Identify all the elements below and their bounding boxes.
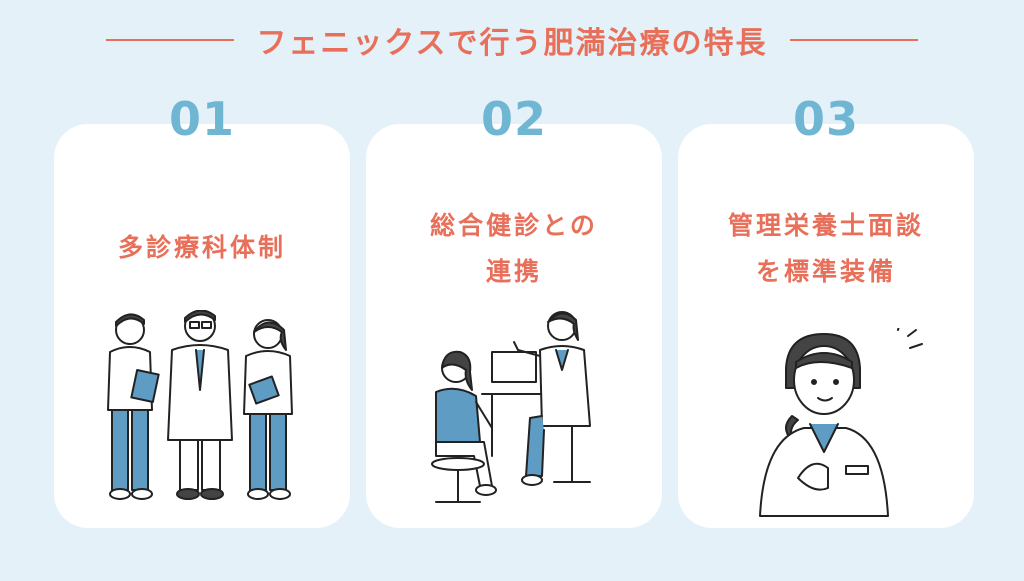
header-rule-right [789,39,918,41]
feature-card-3: 管理栄養士面談 を標準装備 03 [678,92,974,528]
feature-number-1: 01 [168,92,235,146]
feature-label-2-line1: 総合健診との [430,211,598,240]
section-header: フェニックスで行う肥満治療の特長 [0,18,1024,62]
consultation-illustration [431,311,591,503]
medical-team-illustration [107,310,293,500]
feature-label-3-line2: を標準装備 [755,257,896,286]
feature-number-2: 02 [480,92,547,146]
dietitian-illustration [759,328,923,517]
feature-label-3-line1: 管理栄養士面談 [727,211,924,240]
feature-label-2-line2: 連携 [485,257,542,286]
feature-card-2: 総合健診との 連携 02 [366,92,662,528]
feature-label-1-line1: 多診療科体制 [117,233,286,262]
header-rule-left [106,39,235,41]
feature-card-1: 多診療科体制 [54,92,350,528]
page-title: フェニックスで行う肥満治療の特長 [256,26,768,61]
feature-number-3: 03 [792,92,859,146]
